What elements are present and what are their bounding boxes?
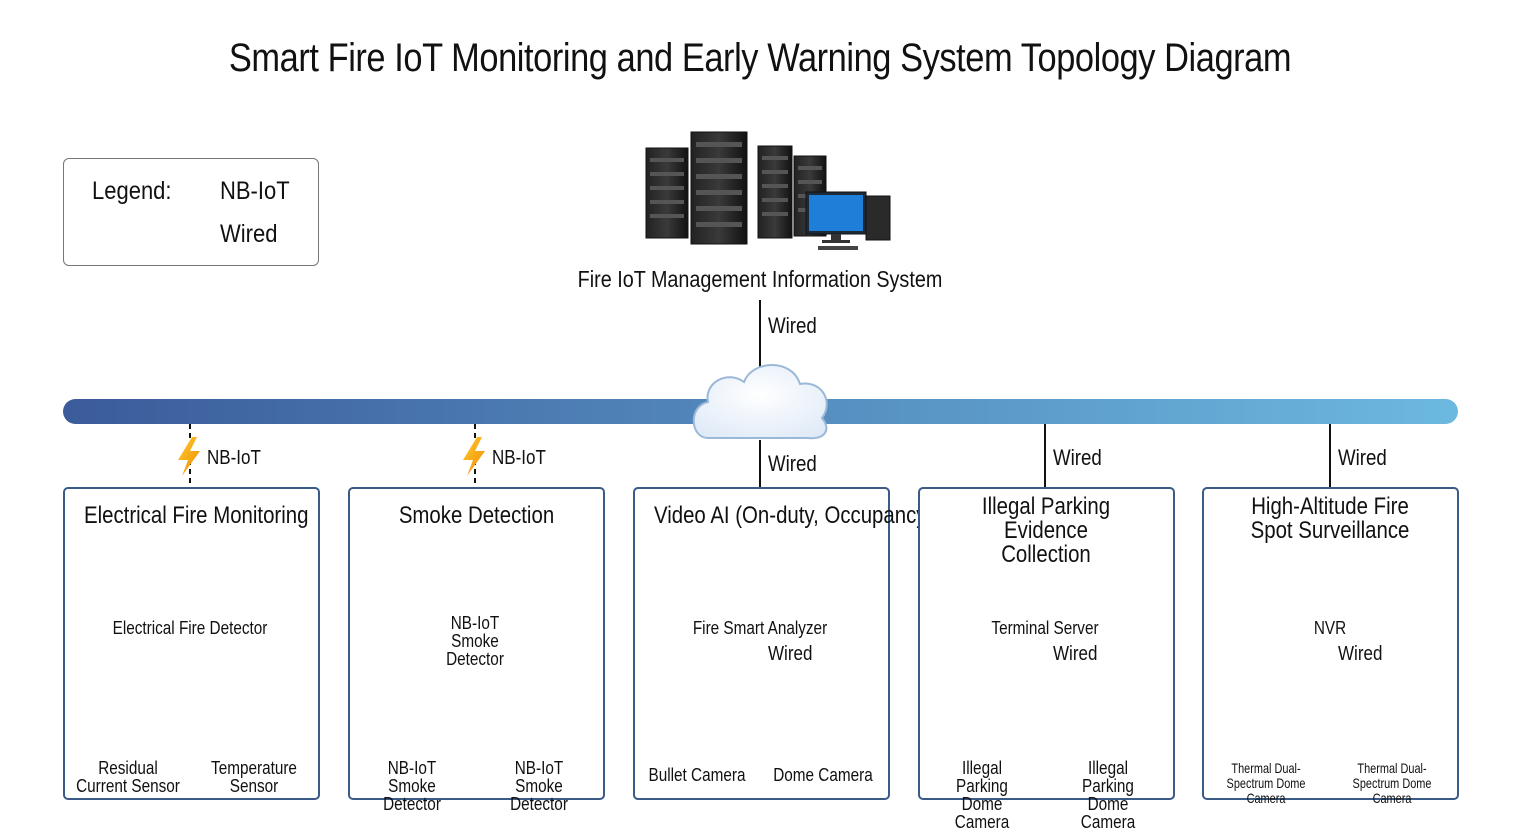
subsystem-title: Smoke Detection bbox=[398, 502, 555, 529]
subsystem-title: High-Altitude Fire Spot Surveillance bbox=[1250, 493, 1410, 544]
subsystem-title: Illegal Parking Evidence Collection bbox=[981, 493, 1111, 568]
legend: Legend: NB-IoT Wired bbox=[63, 158, 319, 266]
link-label-2: NB-IoT bbox=[492, 447, 546, 469]
cloud-icon bbox=[692, 364, 828, 440]
device-label: NVR bbox=[1313, 618, 1347, 638]
device-label: NB-IoT Smoke Detector bbox=[510, 758, 568, 814]
device-label: Fire Smart Analyzer bbox=[692, 618, 828, 638]
subsystem-smoke-detection: Smoke Detection bbox=[348, 487, 605, 800]
nbiot-bolt-icon-1 bbox=[178, 437, 200, 476]
subsystem-high-altitude: High-Altitude Fire Spot Surveillance bbox=[1202, 487, 1459, 800]
nbiot-bolt-icon-2 bbox=[463, 437, 485, 476]
central-uplink-label: Wired bbox=[768, 313, 817, 338]
device-label: Bullet Camera bbox=[648, 765, 746, 785]
server-cluster-icon bbox=[645, 131, 891, 250]
device-link-label: Wired bbox=[1053, 643, 1098, 665]
device-link-label: Wired bbox=[1338, 643, 1383, 665]
link-label-4: Wired bbox=[1053, 445, 1102, 470]
subsystem-title: Video AI (On-duty, Occupancy) bbox=[653, 502, 934, 529]
subsystem-title: Electrical Fire Monitoring bbox=[83, 502, 309, 529]
legend-wired-label: Wired bbox=[220, 220, 278, 248]
subsystem-illegal-parking: Illegal Parking Evidence Collection bbox=[918, 487, 1175, 800]
device-label: Electrical Fire Detector bbox=[112, 618, 268, 638]
device-link-label: Wired bbox=[768, 643, 813, 665]
legend-prefix: Legend: bbox=[92, 177, 172, 205]
device-label: NB-IoT Smoke Detector bbox=[446, 613, 504, 669]
central-system-label: Fire IoT Management Information System bbox=[577, 266, 943, 292]
device-label: Thermal Dual-Spectrum Dome Camera bbox=[1226, 760, 1306, 806]
device-label: Illegal Parking Dome Camera bbox=[954, 758, 1010, 832]
device-label: Residual Current Sensor bbox=[76, 758, 180, 796]
device-label: Temperature Sensor bbox=[211, 758, 297, 796]
link-label-5: Wired bbox=[1338, 445, 1387, 470]
device-label: Illegal Parking Dome Camera bbox=[1080, 758, 1136, 832]
legend-nbiot-label: NB-IoT bbox=[220, 177, 290, 205]
device-label: NB-IoT Smoke Detector bbox=[383, 758, 441, 814]
link-label-1: NB-IoT bbox=[207, 447, 261, 469]
subsystem-video-ai: Video AI (On-duty, Occupancy) bbox=[633, 487, 934, 800]
subsystem-electrical-fire-monitoring: Electrical Fire Monitoring bbox=[63, 487, 320, 800]
device-label: Terminal Server bbox=[991, 618, 1099, 638]
page-title: Smart Fire IoT Monitoring and Early Warn… bbox=[228, 36, 1292, 80]
device-label: Dome Camera bbox=[773, 765, 873, 785]
device-label: Thermal Dual-Spectrum Dome Camera bbox=[1352, 760, 1432, 806]
link-label-3: Wired bbox=[768, 451, 817, 476]
